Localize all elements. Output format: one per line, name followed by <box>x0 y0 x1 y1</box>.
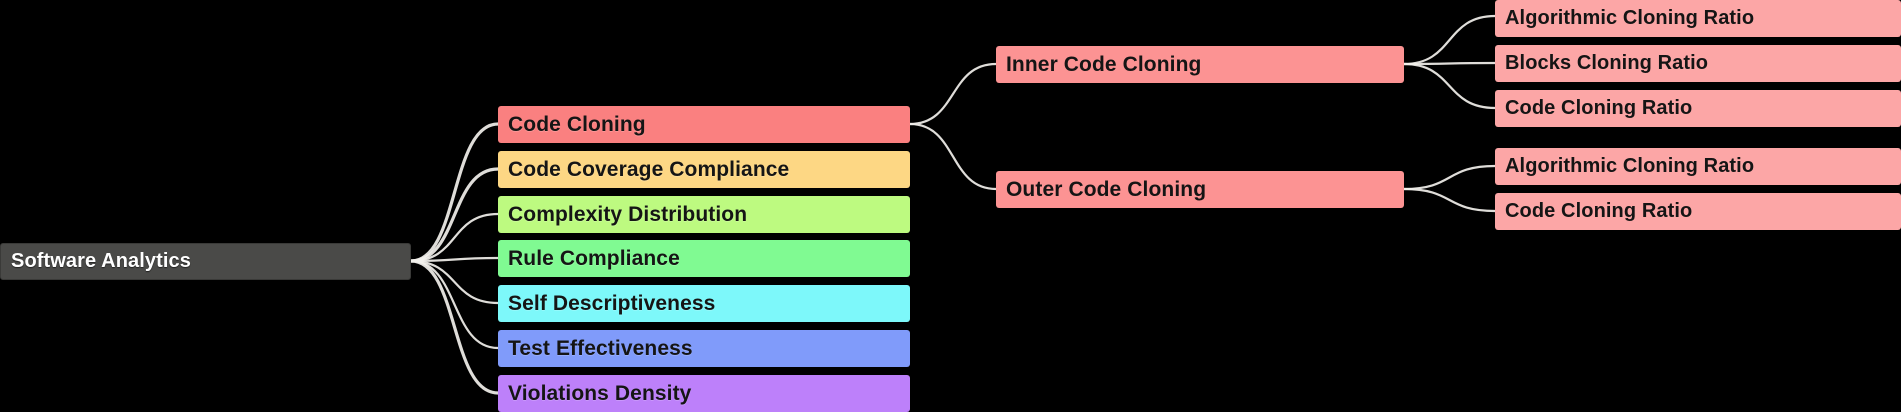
leaf-node-inner-blocks-cloning-ratio[interactable]: Blocks Cloning Ratio <box>1495 45 1901 82</box>
edge-root-to-violations-density <box>409 259 500 395</box>
edge-outer-code-cloning-to-outer-code-cloning-ratio <box>1402 187 1497 213</box>
leaf-node-inner-algorithmic-cloning-ratio[interactable]: Algorithmic Cloning Ratio <box>1495 0 1901 37</box>
node-label: Code Coverage Compliance <box>508 157 790 181</box>
node-label: Rule Compliance <box>508 246 680 270</box>
node-label: Algorithmic Cloning Ratio <box>1505 7 1755 29</box>
node-label: Complexity Distribution <box>508 202 748 226</box>
node-label: Software Analytics <box>11 250 192 272</box>
node-label: Code Cloning <box>508 112 646 136</box>
leaf-node-outer-algorithmic-cloning-ratio[interactable]: Algorithmic Cloning Ratio <box>1495 148 1901 185</box>
edge-root-to-self-descriptiveness <box>409 259 500 305</box>
root-node-root[interactable]: Software Analytics <box>0 243 411 280</box>
edge-root-to-code-cloning <box>409 122 500 263</box>
branch-node-code-coverage-compliance[interactable]: Code Coverage Compliance <box>498 151 910 188</box>
edge-root-to-code-coverage-compliance <box>409 167 500 263</box>
node-label: Algorithmic Cloning Ratio <box>1505 155 1755 177</box>
node-label: Inner Code Cloning <box>1006 52 1202 76</box>
branch-node-violations-density[interactable]: Violations Density <box>498 375 910 412</box>
node-label: Violations Density <box>508 381 692 405</box>
edge-root-to-rule-compliance <box>409 256 500 263</box>
edge-outer-code-cloning-to-outer-algorithmic-cloning-ratio <box>1402 164 1497 191</box>
branch-node-test-effectiveness[interactable]: Test Effectiveness <box>498 330 910 367</box>
branch-node-self-descriptiveness[interactable]: Self Descriptiveness <box>498 285 910 322</box>
edge-root-to-complexity-distribution <box>409 212 500 263</box>
leaf-node-inner-code-cloning-ratio[interactable]: Code Cloning Ratio <box>1495 90 1901 127</box>
branch-node-complexity-distribution[interactable]: Complexity Distribution <box>498 196 910 233</box>
node-label: Code Cloning Ratio <box>1505 200 1693 222</box>
branch-node-outer-code-cloning[interactable]: Outer Code Cloning <box>996 171 1404 208</box>
edge-inner-code-cloning-to-inner-code-cloning-ratio <box>1402 62 1497 110</box>
node-label: Self Descriptiveness <box>508 291 716 315</box>
node-label: Code Cloning Ratio <box>1505 97 1693 119</box>
node-label: Test Effectiveness <box>508 336 693 360</box>
edge-code-cloning-to-outer-code-cloning <box>908 122 998 191</box>
node-label: Outer Code Cloning <box>1006 177 1207 201</box>
branch-node-rule-compliance[interactable]: Rule Compliance <box>498 240 910 277</box>
edge-root-to-test-effectiveness <box>409 259 500 350</box>
edge-inner-code-cloning-to-inner-algorithmic-cloning-ratio <box>1402 14 1497 66</box>
branch-node-inner-code-cloning[interactable]: Inner Code Cloning <box>996 46 1404 83</box>
edge-code-cloning-to-inner-code-cloning <box>908 62 998 126</box>
leaf-node-outer-code-cloning-ratio[interactable]: Code Cloning Ratio <box>1495 193 1901 230</box>
edge-inner-code-cloning-to-inner-blocks-cloning-ratio <box>1402 61 1497 66</box>
node-label: Blocks Cloning Ratio <box>1505 52 1709 74</box>
branch-node-code-cloning[interactable]: Code Cloning <box>498 106 910 143</box>
